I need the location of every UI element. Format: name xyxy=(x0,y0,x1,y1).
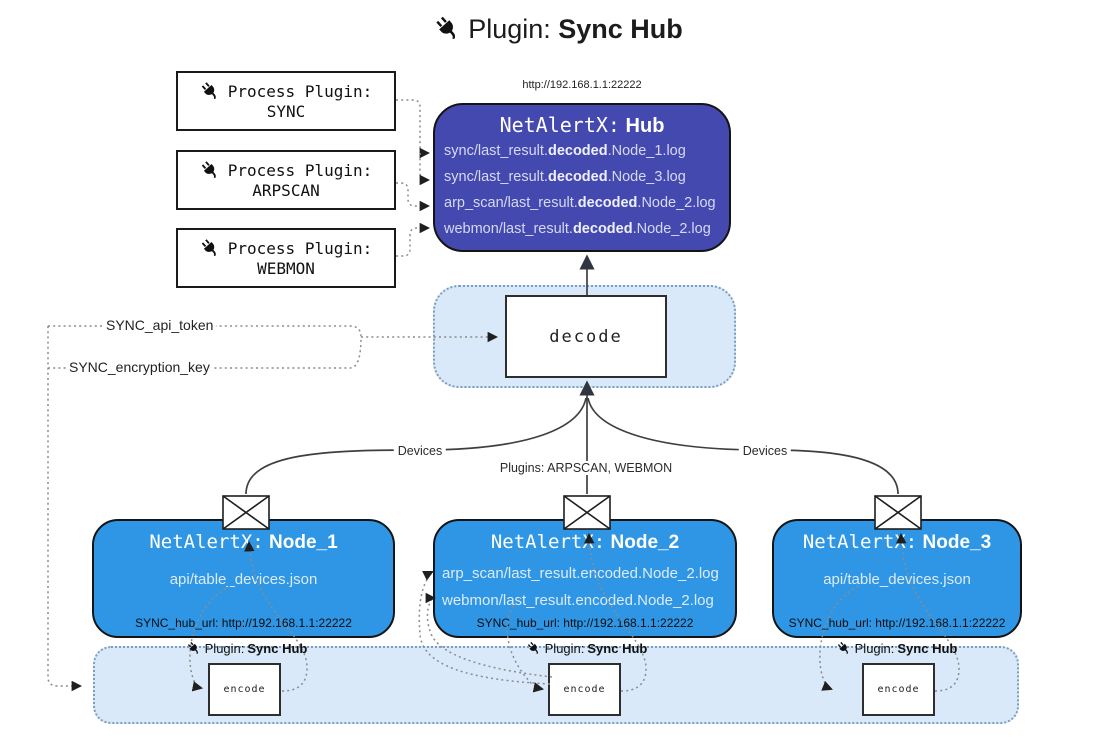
process-plugin-label: Process Plugin: xyxy=(227,239,373,258)
node-file: api/table_devices.json xyxy=(823,571,971,588)
plug-icon xyxy=(187,641,198,654)
hub-title-name: Hub xyxy=(625,115,665,137)
process-plugin-arpscan: Process Plugin: ARPSCAN xyxy=(176,150,396,210)
node-title: NetAlertX: Node_3 xyxy=(802,531,992,553)
process-plugin-name: WEBMON xyxy=(257,259,315,278)
plug-icon xyxy=(436,16,456,39)
edge-sync-to-hub-log2 xyxy=(419,153,431,186)
hub-title: NetAlertX: Hub xyxy=(435,113,729,138)
encoder-label-1: Plugin: Sync Hub xyxy=(187,641,307,656)
node-hub-url: SYNC_hub_url: http://192.168.1.1:22222 xyxy=(788,616,1006,630)
node-title: NetAlertX: Node_2 xyxy=(490,531,680,553)
encode-box-3: encode xyxy=(862,663,935,716)
node-hub-url: SYNC_hub_url: http://192.168.1.1:22222 xyxy=(135,616,352,630)
hub-log-line: arp_scan/last_result.decoded.Node_2.log xyxy=(444,195,716,211)
encode-box-2: encode xyxy=(548,663,621,716)
hub-log-line: sync/last_result.decoded.Node_3.log xyxy=(444,169,686,185)
sync-api-token-label: SYNC_api_token xyxy=(103,317,217,333)
plug-icon xyxy=(201,239,216,256)
edge-label-plugins-center: Plugins: ARPSCAN, WEBMON xyxy=(495,461,677,475)
plug-icon xyxy=(201,82,216,99)
page-title-label: Plugin: xyxy=(468,14,551,44)
encode-box-1: encode xyxy=(208,663,281,716)
encoder-label-3: Plugin: Sync Hub xyxy=(837,641,957,656)
page-title: Plugin: Sync Hub xyxy=(0,14,1117,45)
hub-log-line: sync/last_result.decoded.Node_1.log xyxy=(444,143,686,159)
edge-webmon-to-hub-log4 xyxy=(396,222,431,257)
edge-label-devices-left: Devices xyxy=(393,444,447,458)
decode-box: decode xyxy=(505,295,667,378)
encoder-label-2: Plugin: Sync Hub xyxy=(527,641,647,656)
node-file: api/table_devices.json xyxy=(169,571,318,588)
page-title-name: Sync Hub xyxy=(558,14,683,44)
node-1-box: NetAlertX: Node_1 api/table_devices.json… xyxy=(92,519,395,638)
node-title: NetAlertX: Node_1 xyxy=(149,531,338,553)
hub-title-prefix: NetAlertX: xyxy=(499,113,620,137)
plug-icon xyxy=(527,641,538,654)
process-plugin-name: ARPSCAN xyxy=(252,181,320,200)
node-hub-url: SYNC_hub_url: http://192.168.1.1:22222 xyxy=(476,616,694,630)
hub-log-line: webmon/last_result.decoded.Node_2.log xyxy=(444,221,711,237)
plug-icon xyxy=(201,161,216,178)
edge-settings-to-encoders xyxy=(47,326,83,692)
process-plugin-name: SYNC xyxy=(266,102,306,121)
node-2-box: NetAlertX: Node_2 arp_scan/last_result.e… xyxy=(433,519,737,638)
node-file: webmon/last_result.encoded.Node_2.log xyxy=(442,592,714,609)
node-3-box: NetAlertX: Node_3 api/table_devices.json… xyxy=(772,519,1022,638)
plug-icon xyxy=(837,641,848,654)
node-file: arp_scan/last_result.encoded.Node_2.log xyxy=(442,565,719,582)
hub-box: NetAlertX: Hub sync/last_result.decoded.… xyxy=(433,103,731,252)
process-plugin-sync: Process Plugin: SYNC xyxy=(176,71,396,131)
hub-url-label: http://192.168.1.1:22222 xyxy=(522,79,642,91)
process-plugin-webmon: Process Plugin: WEBMON xyxy=(176,228,396,288)
edge-label-devices-right: Devices xyxy=(738,444,792,458)
sync-encryption-key-label: SYNC_encryption_key xyxy=(66,359,213,375)
edge-arpscan-to-hub-log3 xyxy=(396,182,431,212)
edge-sync-to-hub-log1 xyxy=(396,99,431,159)
process-plugin-label: Process Plugin: xyxy=(227,82,373,101)
process-plugin-label: Process Plugin: xyxy=(227,161,373,180)
